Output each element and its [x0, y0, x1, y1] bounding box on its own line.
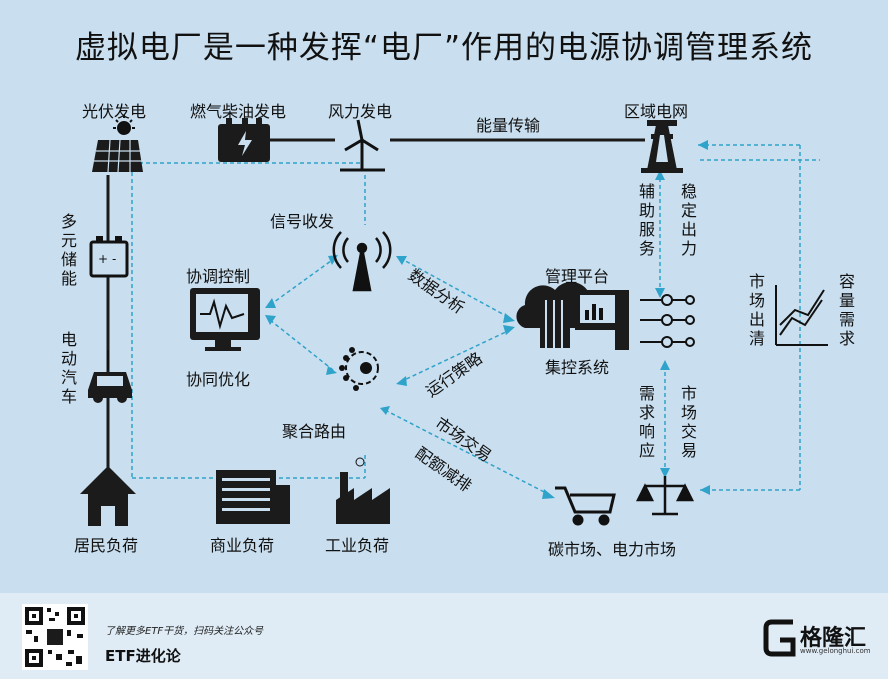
label-platform: 管理平台	[545, 267, 610, 286]
electric-car-icon	[88, 350, 132, 403]
label-storage: 多元储能	[60, 212, 77, 288]
grid-tower-icon	[641, 120, 683, 173]
label-gas: 燃气柴油发电	[190, 102, 287, 121]
wind-turbine-icon	[340, 119, 385, 172]
scales-icon	[635, 476, 695, 516]
market-chart-icon	[775, 285, 828, 346]
label-commercial: 商业负荷	[210, 536, 275, 555]
logo-url: www.gelonghui.com	[800, 647, 871, 655]
house-icon	[80, 466, 136, 526]
footer-brand: ETF进化论	[105, 647, 181, 665]
network-nodes-icon	[640, 294, 695, 348]
label-optimize: 协同优化	[186, 370, 251, 389]
logo-text[interactable]: 格隆汇	[800, 626, 867, 651]
footer-bar	[0, 593, 888, 679]
page-title: 虚拟电厂是一种发挥“电厂”作用的电源协调管理系统	[74, 30, 814, 66]
label-signal: 信号收发	[270, 212, 335, 231]
edge-demand: 需求响应	[638, 384, 655, 460]
label-market: 碳市场、电力市场	[548, 540, 677, 559]
edge-clear: 市场出清	[748, 272, 765, 348]
edge-aux: 辅助服务	[638, 182, 655, 258]
control-monitor-icon	[190, 288, 260, 351]
platform-icon	[516, 281, 629, 350]
edge-mtrade: 市场交易	[680, 384, 697, 460]
qr-code[interactable]	[22, 604, 88, 670]
edge-capacity: 容量需求	[838, 272, 855, 348]
signal-tower-icon	[332, 231, 392, 292]
solar-panel-icon	[92, 115, 143, 173]
svg-text:+: +	[98, 252, 108, 266]
label-central: 集控系统	[545, 358, 610, 377]
battery-icon: +-	[89, 236, 129, 278]
svg-text:-: -	[112, 252, 116, 266]
edge-transmit: 能量传输	[476, 116, 541, 135]
label-ev: 电动汽车	[60, 330, 77, 406]
label-router: 聚合路由	[282, 422, 347, 441]
label-wind: 风力发电	[328, 102, 393, 121]
generator-icon	[218, 118, 270, 162]
label-control: 协调控制	[186, 267, 251, 286]
router-icon	[339, 347, 379, 391]
factory-icon	[336, 457, 390, 524]
footer-tagline: 了解更多ETF干货，扫码关注公众号	[105, 626, 264, 637]
label-home: 居民负荷	[74, 536, 139, 555]
commercial-building-icon	[216, 470, 290, 524]
label-grid: 区域电网	[624, 102, 689, 121]
label-solar: 光伏发电	[82, 102, 147, 121]
edge-stable: 稳定出力	[680, 182, 697, 258]
cart-icon	[555, 486, 616, 526]
label-industrial: 工业负荷	[325, 536, 390, 555]
